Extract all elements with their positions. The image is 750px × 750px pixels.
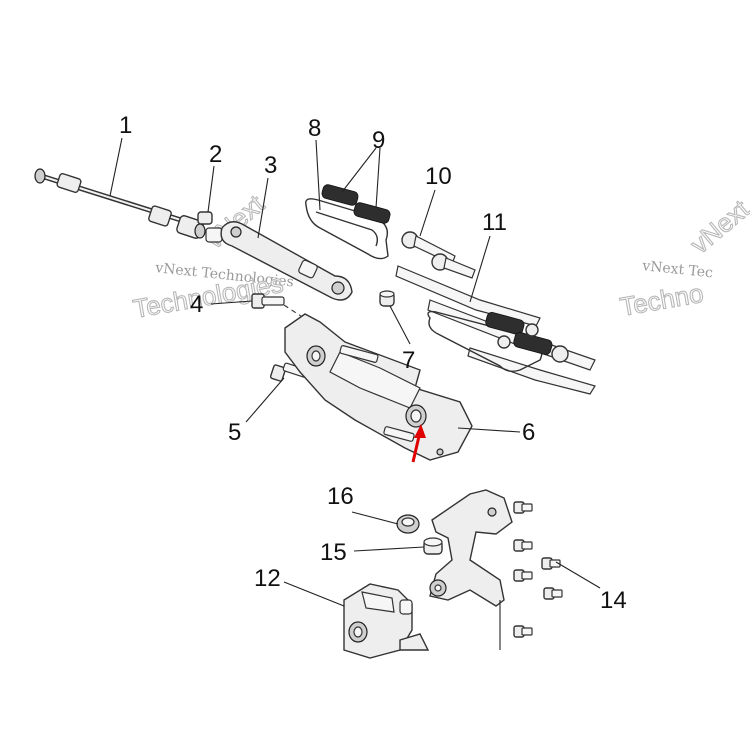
part-8-wire-clip [305,198,389,260]
mounting-bracket [429,489,513,650]
callout-16: 16 [327,483,354,510]
part-2-screw [197,211,223,243]
callout-15: 15 [320,539,347,566]
callout-6: 6 [522,419,535,446]
callout-9: 9 [372,127,385,154]
part-7-plug [379,290,395,307]
callout-10: 10 [425,163,452,190]
part-6-housing [284,313,473,461]
callout-4: 4 [190,291,203,318]
callout-5: 5 [228,419,241,446]
part-11-fork-assembly [395,265,596,395]
part-14-screws [513,501,563,638]
watermark-right: vNext Tec Techno vNext [617,193,750,323]
callout-labels: 1 2 3 4 5 6 7 8 9 10 11 12 14 15 16 [119,112,627,614]
callout-8: 8 [308,115,321,142]
part-1-shift-rod [34,168,206,239]
callout-3: 3 [264,152,277,179]
watermark-big-right: Techno [618,278,706,322]
callout-12: 12 [254,565,281,592]
screw-b [513,539,533,552]
highlight-arrow [411,424,426,463]
screw-c [541,557,561,570]
part-3-linkage-arm [220,221,353,301]
part-10-pins [401,231,476,279]
screw-f [513,625,533,638]
part-9-springs [321,184,391,224]
watermark-diagonal-right: vNext [685,193,750,259]
screw-d [513,569,533,582]
leader-lines [109,137,601,607]
part-16-washer [396,514,420,534]
callout-1: 1 [119,112,132,139]
part-12-actuator [343,583,430,659]
screw-a [513,501,533,514]
callout-14: 14 [600,587,627,614]
screw-e [543,587,563,600]
callout-2: 2 [209,141,222,168]
callout-11: 11 [482,209,507,236]
callout-7: 7 [402,347,415,374]
watermark-small-right: vNext Tec [641,258,714,281]
part-15-bushing [423,537,443,555]
